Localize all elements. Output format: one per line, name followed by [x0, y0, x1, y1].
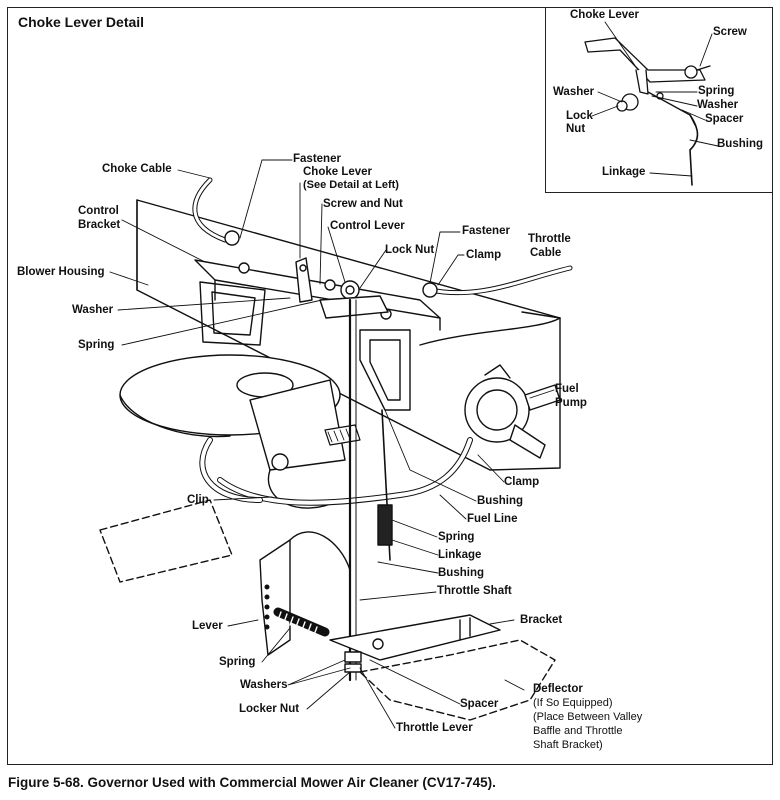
label-lever: Lever	[192, 620, 223, 632]
label-fastener-top: Fastener	[293, 153, 341, 165]
label-bracket: Bracket	[78, 219, 121, 231]
label-spring-left: Spring	[78, 339, 115, 351]
label-control: Control	[78, 205, 119, 217]
label-control-lever: Control Lever	[330, 220, 405, 232]
label-blower-housing: Blower Housing	[17, 266, 105, 278]
label-fuel-pump: Pump	[555, 397, 587, 409]
label-deflector-note-3: Baffle and Throttle	[533, 725, 623, 737]
label-choke-lever-note: (See Detail at Left)	[303, 179, 399, 191]
label-throttle-shaft: Throttle Shaft	[437, 585, 512, 597]
label-bracket-low: Bracket	[520, 614, 563, 626]
label-screw-and-nut: Screw and Nut	[323, 198, 403, 210]
label-washer: Washer	[72, 304, 114, 316]
label-clamp-top: Clamp	[466, 249, 502, 261]
label-lock-nut: Lock Nut	[385, 244, 435, 256]
inset-label-washer-2: Washer	[697, 99, 739, 111]
label-locker-nut: Locker Nut	[239, 703, 300, 715]
label-fastener-right: Fastener	[462, 225, 510, 237]
inset-label-choke-lever: Choke Lever	[570, 9, 640, 21]
figure-caption: Figure 5-68. Governor Used with Commerci…	[8, 775, 496, 790]
inset-label-washer: Washer	[553, 86, 595, 98]
figure-frame	[7, 7, 773, 765]
label-bushing-mid: Bushing	[477, 495, 523, 507]
label-deflector: Deflector	[533, 683, 583, 695]
inset-label-spacer: Spacer	[705, 113, 744, 125]
label-deflector-note-2: (Place Between Valley	[533, 711, 643, 723]
choke-lever-detail-inset	[545, 7, 773, 193]
label-clip: Clip	[187, 494, 209, 506]
label-choke-lever: Choke Lever	[303, 166, 373, 178]
label-washers: Washers	[240, 679, 288, 691]
page-title: Choke Lever Detail	[18, 14, 145, 30]
label-deflector-note-4: Shaft Bracket)	[533, 739, 603, 751]
label-bushing-low: Bushing	[438, 567, 484, 579]
inset-label-nut: Nut	[566, 123, 586, 135]
inset-label-bushing: Bushing	[717, 138, 763, 150]
inset-label-lock: Lock	[566, 110, 593, 122]
label-deflector-note-1: (If So Equipped)	[533, 697, 613, 709]
label-fuel-line: Fuel Line	[467, 513, 518, 525]
label-throttle-cable: Cable	[530, 247, 562, 259]
label-linkage: Linkage	[438, 549, 482, 561]
label-fuel: Fuel	[555, 383, 579, 395]
label-spacer: Spacer	[460, 698, 499, 710]
label-clamp-mid: Clamp	[504, 476, 540, 488]
inset-label-spring: Spring	[698, 85, 735, 97]
label-spring-mid: Spring	[438, 531, 475, 543]
label-throttle: Throttle	[528, 233, 571, 245]
inset-label-linkage: Linkage	[602, 166, 646, 178]
label-choke-cable: Choke Cable	[102, 163, 172, 175]
label-throttle-lever: Throttle Lever	[396, 722, 473, 734]
label-spring-low: Spring	[219, 656, 256, 668]
inset-label-screw: Screw	[713, 26, 747, 38]
